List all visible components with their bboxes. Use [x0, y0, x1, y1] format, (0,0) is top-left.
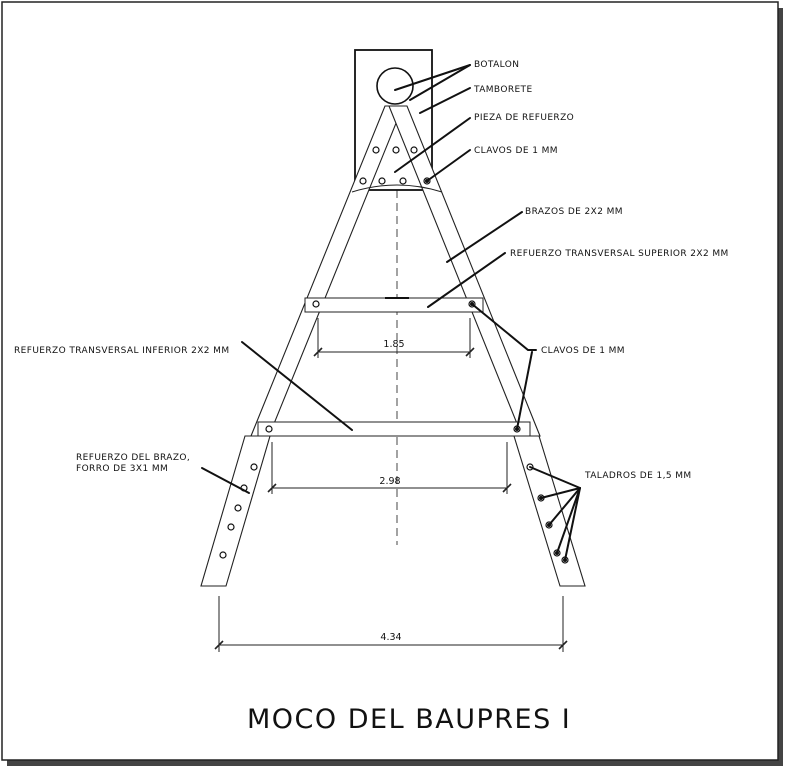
dim-upper-value: 1.85: [383, 339, 404, 350]
hole: [410, 146, 418, 154]
holes-group: [219, 146, 569, 564]
drawing-title: MOCO DEL BAUPRES I: [247, 704, 571, 735]
hole: [312, 300, 320, 308]
hole: [265, 425, 273, 433]
hole: [392, 146, 400, 154]
label-taladros: TALADROS DE 1,5 MM: [584, 471, 692, 481]
hole: [378, 177, 386, 185]
dim-lower-value: 2.98: [379, 476, 400, 487]
hole: [399, 177, 407, 185]
botalon-circle: [376, 67, 414, 105]
label-clavos-mid: CLAVOS DE 1 MM: [541, 346, 625, 356]
label-clavos-top: CLAVOS DE 1 MM: [474, 146, 558, 156]
label-pieza-refuerzo: PIEZA DE REFUERZO: [474, 113, 574, 123]
hole: [250, 463, 258, 471]
hole: [359, 177, 367, 185]
refuerzo-curve: [351, 184, 443, 193]
hole: [234, 504, 242, 512]
upper-transverse: [304, 297, 484, 313]
lower-transverse: [257, 421, 531, 437]
label-botalon: BOTALON: [474, 60, 519, 70]
dim-upper-lines: [313, 318, 475, 358]
hole: [227, 523, 235, 531]
left-leg-reinforcement: [200, 435, 271, 587]
hole: [372, 146, 380, 154]
label-refuerzo-brazo-line2: FORRO DE 3X1 MM: [76, 464, 168, 474]
label-refuerzo-inferior: REFUERZO TRANSVERSAL INFERIOR 2X2 MM: [14, 346, 230, 356]
hole: [219, 551, 227, 559]
label-brazos: BRAZOS DE 2X2 MM: [525, 207, 623, 217]
dim-base-lines: [214, 596, 568, 652]
leader-lines: [201, 64, 581, 561]
label-refuerzo-superior: REFUERZO TRANSVERSAL SUPERIOR 2X2 MM: [510, 249, 729, 259]
label-tamborete: TAMBORETE: [473, 85, 533, 95]
label-refuerzo-brazo-line1: REFUERZO DEL BRAZO,: [76, 453, 190, 463]
dim-lower-lines: [267, 442, 512, 494]
dim-base-value: 4.34: [380, 632, 401, 643]
